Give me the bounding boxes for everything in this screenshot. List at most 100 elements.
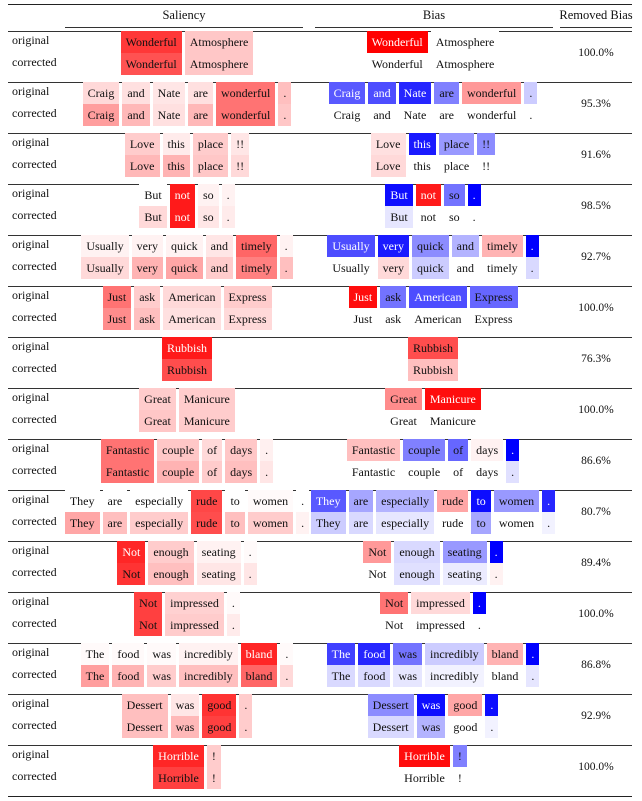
row-rule xyxy=(8,388,632,389)
token: . xyxy=(239,716,253,738)
token: good xyxy=(448,716,483,738)
token: Love xyxy=(370,155,406,177)
row-rule xyxy=(8,235,632,236)
token: Usually xyxy=(327,257,375,279)
token: Dessert xyxy=(367,694,414,716)
saliency-tokens-original: Rubbish xyxy=(62,337,312,359)
removed-bias-value: 92.9% xyxy=(581,710,611,722)
token: Wonderful xyxy=(120,53,182,75)
removed-bias-value: 100.0% xyxy=(578,302,614,314)
token: Express xyxy=(223,308,272,330)
corrected-label: corrected xyxy=(12,208,57,222)
token: Atmosphere xyxy=(430,31,500,53)
token: They xyxy=(64,490,100,512)
token: They xyxy=(310,512,346,534)
token: days xyxy=(471,439,504,461)
corrected-label: corrected xyxy=(12,769,57,783)
token: . xyxy=(524,82,538,104)
token: enough xyxy=(394,541,440,563)
token: Manicure xyxy=(424,410,481,432)
token: . xyxy=(260,461,274,483)
token: Fantastic xyxy=(100,439,155,461)
token: Horrible xyxy=(399,745,450,767)
token: ! xyxy=(452,767,467,789)
token: American xyxy=(409,308,467,330)
token: very xyxy=(131,257,163,279)
row-rule xyxy=(8,133,632,134)
token: timely xyxy=(482,235,523,257)
token: Craig xyxy=(82,104,120,126)
token: to xyxy=(471,490,491,512)
token: not xyxy=(415,184,441,206)
token: was xyxy=(393,665,422,687)
token: quick xyxy=(166,257,203,279)
token: . xyxy=(239,694,253,716)
token: Usually xyxy=(81,257,129,279)
removed-bias-value: 91.6% xyxy=(581,149,611,161)
original-label: original xyxy=(12,33,50,47)
token: rude xyxy=(437,512,469,534)
token: incredibly xyxy=(425,665,484,687)
original-label: original xyxy=(12,237,50,251)
token: timely xyxy=(482,257,523,279)
token: Rubbish xyxy=(407,359,458,381)
token: The xyxy=(80,665,110,687)
token: incredibly xyxy=(179,643,238,665)
original-label: original xyxy=(12,543,50,557)
token: ask xyxy=(380,308,407,330)
token: Not xyxy=(134,592,163,614)
row-rule xyxy=(8,541,632,542)
token: Dessert xyxy=(121,716,168,738)
token: . xyxy=(221,184,235,206)
token: quick xyxy=(412,257,449,279)
token: Craig xyxy=(328,82,366,104)
token: are xyxy=(188,104,213,126)
token: timely xyxy=(236,235,277,257)
token: . xyxy=(280,665,294,687)
original-label: original xyxy=(12,441,50,455)
token: seating xyxy=(442,563,487,585)
bias-tokens-corrected: Horrible! xyxy=(308,767,558,789)
token: . xyxy=(485,716,499,738)
token: incredibly xyxy=(425,643,484,665)
token: Express xyxy=(223,286,272,308)
token: ask xyxy=(380,286,407,308)
saliency-tokens-original: Horrible! xyxy=(62,745,312,767)
token: Not xyxy=(117,563,146,585)
token: and xyxy=(368,104,396,126)
bias-header-rule xyxy=(315,27,553,28)
token: and xyxy=(122,82,150,104)
corrected-label: corrected xyxy=(12,259,57,273)
token: so xyxy=(198,206,219,228)
token: timely xyxy=(236,257,277,279)
token: Nate xyxy=(398,82,432,104)
token: But xyxy=(385,206,413,228)
token: Love xyxy=(124,155,160,177)
token: enough xyxy=(148,541,194,563)
removed-bias-value: 100.0% xyxy=(578,761,614,773)
token: . xyxy=(280,643,294,665)
token: couple xyxy=(157,461,200,483)
token: of xyxy=(448,461,469,483)
token: . xyxy=(221,206,235,228)
token: . xyxy=(525,257,539,279)
token: Rubbish xyxy=(161,359,212,381)
